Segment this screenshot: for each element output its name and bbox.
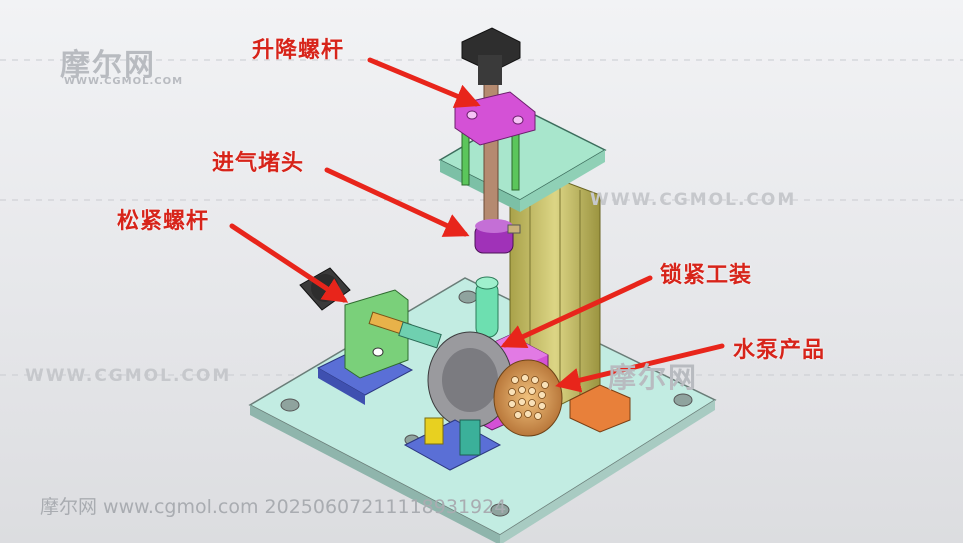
top-plate xyxy=(438,109,607,212)
label-air-plug: 进气堵头 xyxy=(212,151,305,176)
watermark-url-left: WWW.CGMOL.COM xyxy=(25,366,232,386)
label-lift-screw: 升降螺杆 xyxy=(252,38,345,63)
left-support-block xyxy=(316,289,414,405)
water-inlet-tube xyxy=(475,276,499,338)
arrow-lock-fixture xyxy=(500,275,653,348)
bottom-support xyxy=(403,384,631,471)
arrow-water-pump xyxy=(555,343,725,393)
label-clamp-screw: 松紧螺杆 xyxy=(117,209,210,234)
arrow-air-plug xyxy=(324,167,470,237)
watermark-url-mid: WWW.CGMOL.COM xyxy=(590,190,797,210)
arrow-clamp-screw xyxy=(229,223,349,303)
watermark-logo-right: 摩尔网 xyxy=(608,361,699,394)
water-pump xyxy=(427,331,563,437)
arrow-lift-screw xyxy=(367,57,481,108)
label-water-pump: 水泵产品 xyxy=(733,338,826,363)
label-lock-fixture: 锁紧工装 xyxy=(660,263,753,288)
air-plug xyxy=(474,219,521,254)
watermark-logo-url: WWW.CGMOL.COM xyxy=(64,76,184,87)
callout-arrows xyxy=(229,57,725,393)
footer-watermark: 摩尔网 www.cgmol.com 20250607211118931924 xyxy=(40,496,507,518)
watermark-logo: 摩尔网 xyxy=(60,48,156,83)
